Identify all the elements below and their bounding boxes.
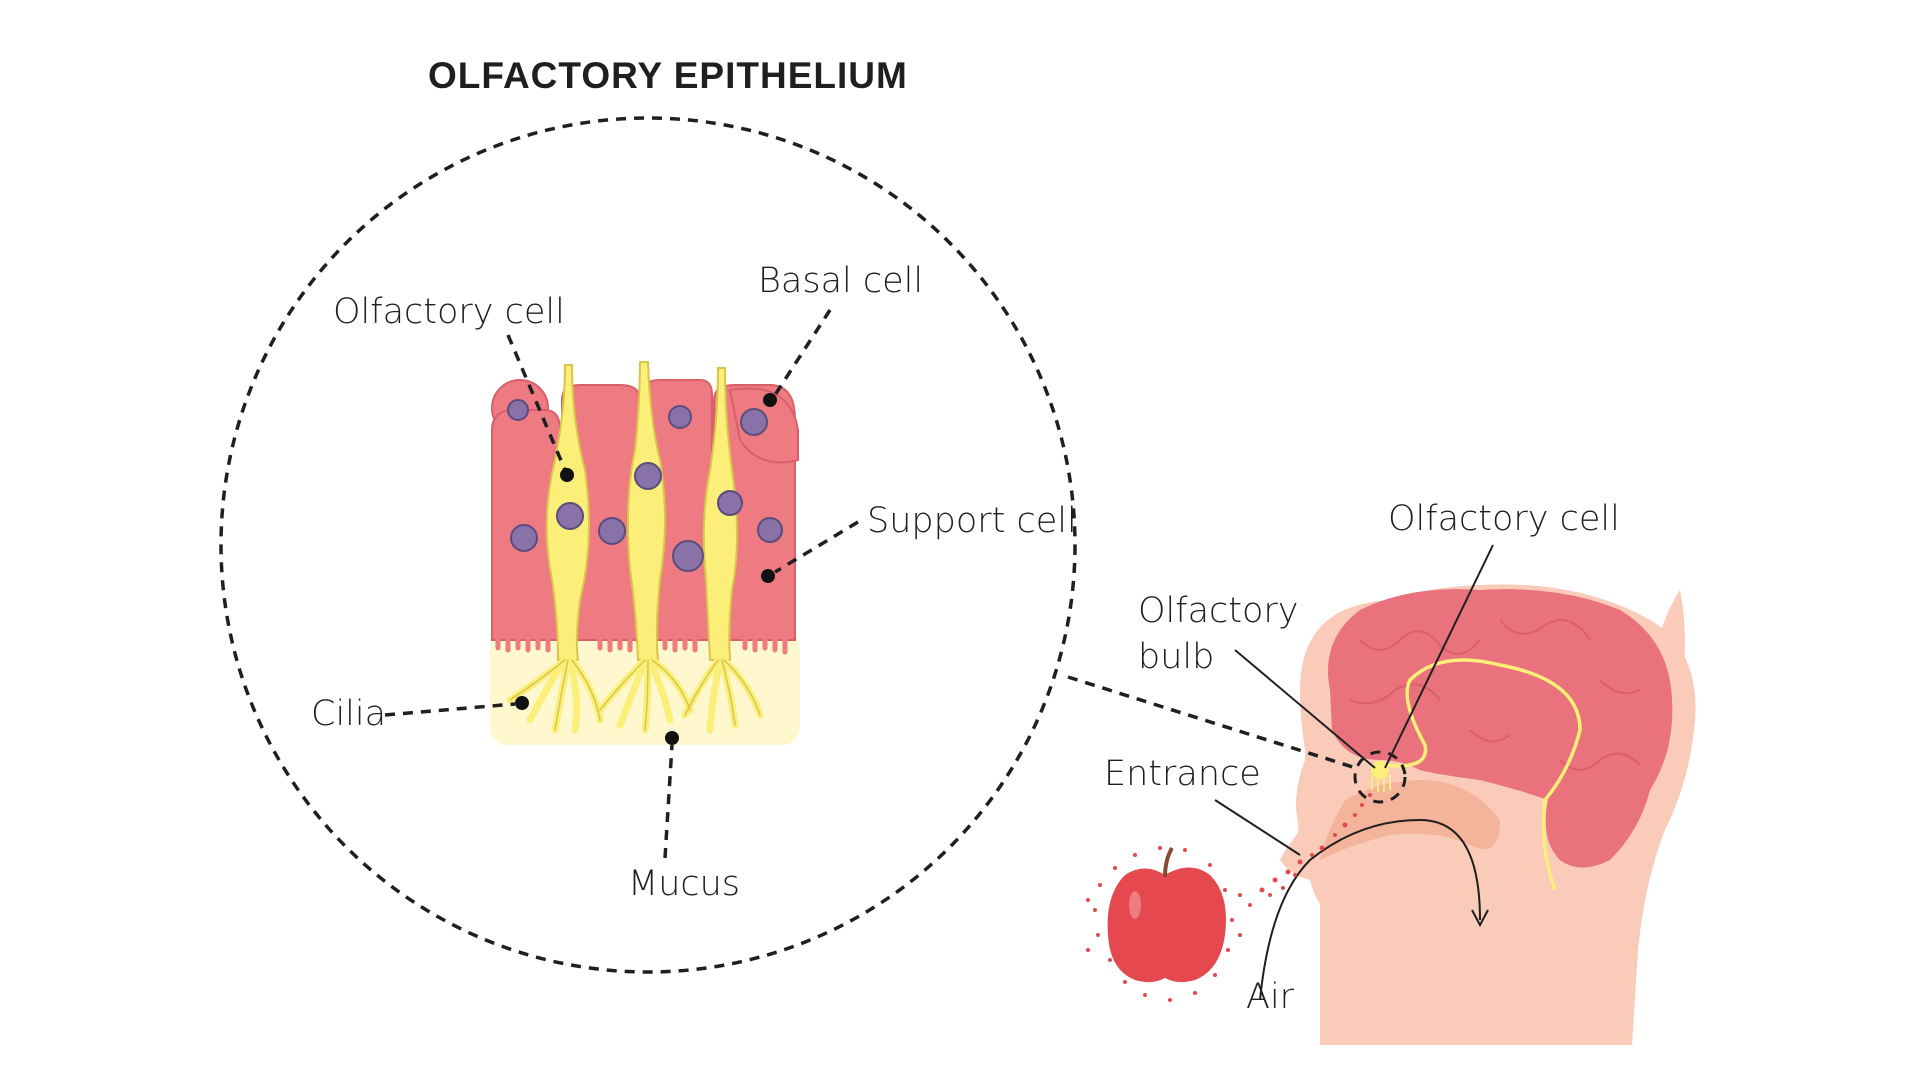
label-support-cell: Support cell [867, 501, 1077, 541]
pointer-mucus [663, 744, 674, 859]
pointer-dot-olfactory-cell [560, 468, 574, 482]
apple-stem [1163, 846, 1174, 878]
pointer-basal-cell [773, 309, 832, 396]
scent-dots [1238, 793, 1372, 907]
airflow-arrow [1259, 818, 1481, 1001]
pointer-dot-support-cell [761, 569, 775, 583]
pointer-entrance [1214, 799, 1301, 856]
cell-nuclei [507, 399, 783, 572]
zoom-circle-small [1353, 750, 1407, 804]
face-profile [1280, 690, 1470, 1045]
label-mucus: Mucus [628, 864, 740, 904]
label-cilia: Cilia [311, 694, 386, 734]
apple-aroma-dots [1086, 846, 1242, 1002]
head-illustration [1086, 584, 1696, 1045]
pointer-head-olfactory-cell [1384, 544, 1494, 769]
olfactory-nerve-path [1384, 658, 1582, 891]
microvilli [495, 627, 788, 655]
pointer-dot-basal-cell [763, 393, 777, 407]
epithelium-illustration [490, 361, 800, 745]
pointer-cilia [384, 702, 516, 717]
label-basal-cell: Basal cell [758, 261, 923, 301]
pointer-olfactory-bulb [1234, 649, 1376, 769]
apple [1086, 846, 1242, 1002]
pointer-dot-mucus [665, 731, 679, 745]
pointer-dot-cilia [515, 696, 529, 710]
magnification-circle [219, 116, 1077, 974]
brain [1328, 589, 1673, 868]
label-olfactory-cell: Olfactory cell [333, 292, 565, 332]
zoom-connector [1067, 675, 1357, 770]
diagram-title: OLFACTORY EPITHELIUM [428, 55, 908, 96]
brain-folds [1349, 619, 1641, 771]
airflow-arrowhead [1471, 909, 1489, 928]
label-entrance: Entrance [1104, 754, 1261, 794]
label-air: Air [1246, 977, 1295, 1017]
olfactory-bulb-rays [1371, 775, 1391, 792]
label-olfactory-bulb-2: bulb [1138, 637, 1214, 677]
pointer-support-cell [774, 520, 859, 574]
olfactory-bulb-glow [1371, 761, 1389, 779]
pointer-olfactory-cell [506, 334, 567, 471]
apple-highlight [1129, 891, 1141, 919]
label-head-olfactory-cell: Olfactory cell [1388, 499, 1620, 539]
label-olfactory-bulb-1: Olfactory [1138, 591, 1299, 631]
cilia-outline [509, 659, 761, 731]
apple-body [1107, 867, 1226, 983]
